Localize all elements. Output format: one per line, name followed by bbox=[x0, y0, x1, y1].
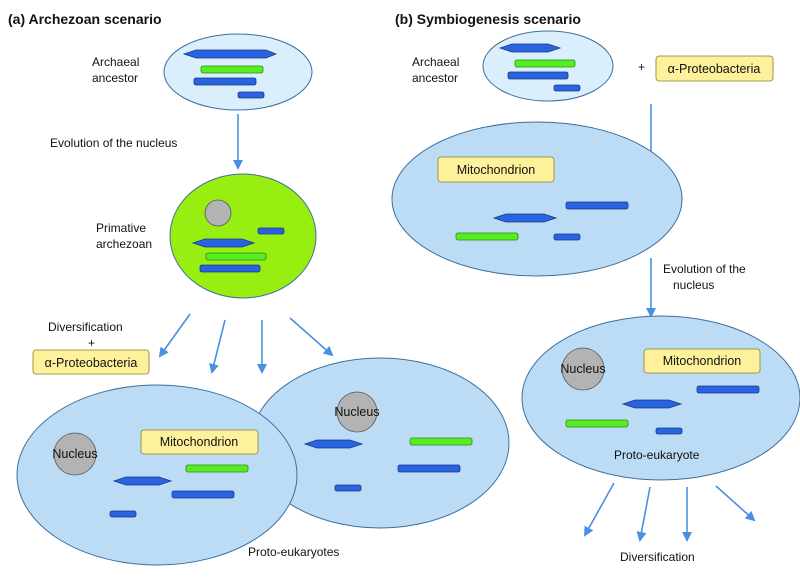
green-bar bbox=[205, 252, 267, 261]
proto-eukaryote-label: Proto-eukaryote bbox=[614, 448, 700, 462]
proto-eukaryote-cell-left: Nucleus Mitochondrion bbox=[16, 384, 298, 566]
nucleus-label-b: Nucleus bbox=[560, 362, 605, 376]
mitochondrion-box-top bbox=[437, 156, 555, 183]
blue-bar bbox=[507, 71, 569, 80]
nucleus-label-left: Nucleus bbox=[52, 447, 97, 461]
blue-bar bbox=[171, 490, 235, 499]
arrow-div-1 bbox=[158, 313, 191, 358]
blue-bar bbox=[199, 264, 261, 273]
mitochondrion-box-a bbox=[140, 429, 259, 455]
proto-eukaryote-cell-b: Nucleus Mitochondrion bbox=[521, 315, 800, 481]
arrow-div-2 bbox=[209, 319, 226, 374]
blue-hexagon-shape bbox=[112, 476, 173, 486]
blue-bar bbox=[397, 464, 461, 473]
blue-bar bbox=[696, 385, 760, 394]
blue-hexagon-shape bbox=[498, 43, 562, 53]
green-bar bbox=[455, 232, 519, 241]
plus-sign: + bbox=[638, 60, 645, 74]
arrow-div-b-1 bbox=[584, 482, 615, 537]
mitochondrion-box-bottom bbox=[643, 348, 761, 374]
blue-small-bar bbox=[553, 233, 581, 241]
diversification-label-a-line1: Diversification bbox=[48, 320, 123, 334]
blue-bar bbox=[565, 201, 629, 210]
nucleus-small bbox=[204, 199, 232, 227]
archaeal-ancestor-label-a-line1: Archaeal bbox=[92, 55, 139, 69]
mitochondrion-label-a: Mitochondrion bbox=[160, 435, 239, 449]
evolution-label-a: Evolution of the nucleus bbox=[50, 136, 177, 150]
primative-archezoan-cell bbox=[169, 173, 317, 299]
archezoan-title: (a) Archezoan scenario bbox=[8, 11, 162, 27]
blue-hexagon-shape bbox=[621, 399, 683, 409]
green-bar bbox=[565, 419, 629, 428]
proteobacteria-label-b: α-Proteobacteria bbox=[668, 62, 761, 76]
proteobacteria-box-a: α-Proteobacteria bbox=[32, 349, 150, 375]
blue-small-bar bbox=[109, 510, 137, 518]
arrow-div-b-2 bbox=[636, 486, 651, 542]
blue-hexagon-shape bbox=[191, 238, 256, 248]
blue-small-bar bbox=[237, 91, 265, 99]
symbiogenesis-title: (b) Symbiogenesis scenario bbox=[395, 11, 581, 27]
blue-small-bar bbox=[655, 427, 683, 435]
proteobacteria-box-b: α-Proteobacteria bbox=[655, 55, 774, 82]
blue-hexagon-shape bbox=[303, 439, 364, 449]
archaeal-ancestor-label-b-line1: Archaeal bbox=[412, 55, 459, 69]
blue-hexagon-shape bbox=[182, 49, 278, 59]
green-bar bbox=[185, 464, 249, 473]
blue-small-bar bbox=[334, 484, 362, 492]
proto-eukaryotes-label: Proto-eukaryotes bbox=[248, 545, 339, 559]
archaeal-ancestor-cell-a bbox=[163, 33, 313, 111]
mitochondrion-label-bottom: Mitochondrion bbox=[663, 354, 742, 368]
blue-small-bar bbox=[257, 227, 285, 235]
proto-eukaryote-cell-right: Nucleus bbox=[250, 357, 510, 529]
nucleus bbox=[53, 432, 97, 476]
nucleus bbox=[561, 347, 605, 391]
mitochondrion-label-top: Mitochondrion bbox=[457, 163, 536, 177]
archaeal-ancestor-cell-b bbox=[482, 30, 614, 102]
archaeal-ancestor-label-a-line2: ancestor bbox=[92, 71, 138, 85]
arrow-div-b-4 bbox=[715, 485, 756, 522]
mitochondriate-cell: Mitochondrion bbox=[391, 121, 683, 277]
evolution-label-b-line1: Evolution of the bbox=[663, 262, 746, 276]
nucleus-label-right: Nucleus bbox=[334, 405, 379, 419]
blue-small-bar bbox=[553, 84, 581, 92]
primative-archezoan-label-line1: Primative bbox=[96, 221, 146, 235]
diversification-plus: + bbox=[88, 336, 95, 350]
green-bar bbox=[514, 59, 576, 68]
green-bar bbox=[200, 65, 264, 74]
nucleus bbox=[336, 391, 378, 433]
diversification-label-b: Diversification bbox=[620, 550, 695, 564]
proteobacteria-label-a: α-Proteobacteria bbox=[45, 356, 138, 370]
evolution-label-b-line2: nucleus bbox=[673, 278, 714, 292]
blue-bar bbox=[193, 77, 257, 86]
arrow-div-4 bbox=[289, 317, 334, 357]
primative-archezoan-label-line2: archezoan bbox=[96, 237, 152, 251]
archaeal-ancestor-label-b-line2: ancestor bbox=[412, 71, 458, 85]
blue-hexagon-shape bbox=[492, 213, 558, 223]
green-bar bbox=[409, 437, 473, 446]
